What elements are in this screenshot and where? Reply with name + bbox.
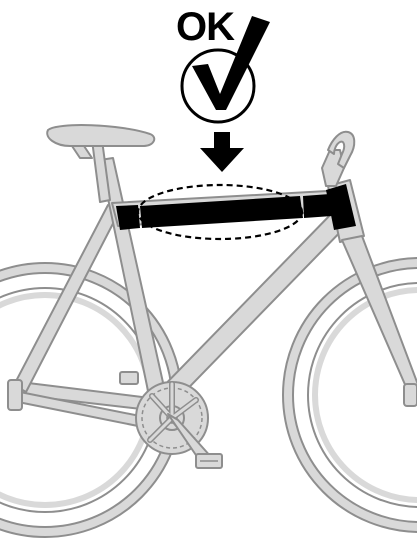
- ok-label: OK: [176, 5, 235, 49]
- ok-approval-mark: OK: [176, 5, 270, 122]
- down-arrow-icon: [200, 132, 244, 172]
- front-wheel: [288, 263, 417, 527]
